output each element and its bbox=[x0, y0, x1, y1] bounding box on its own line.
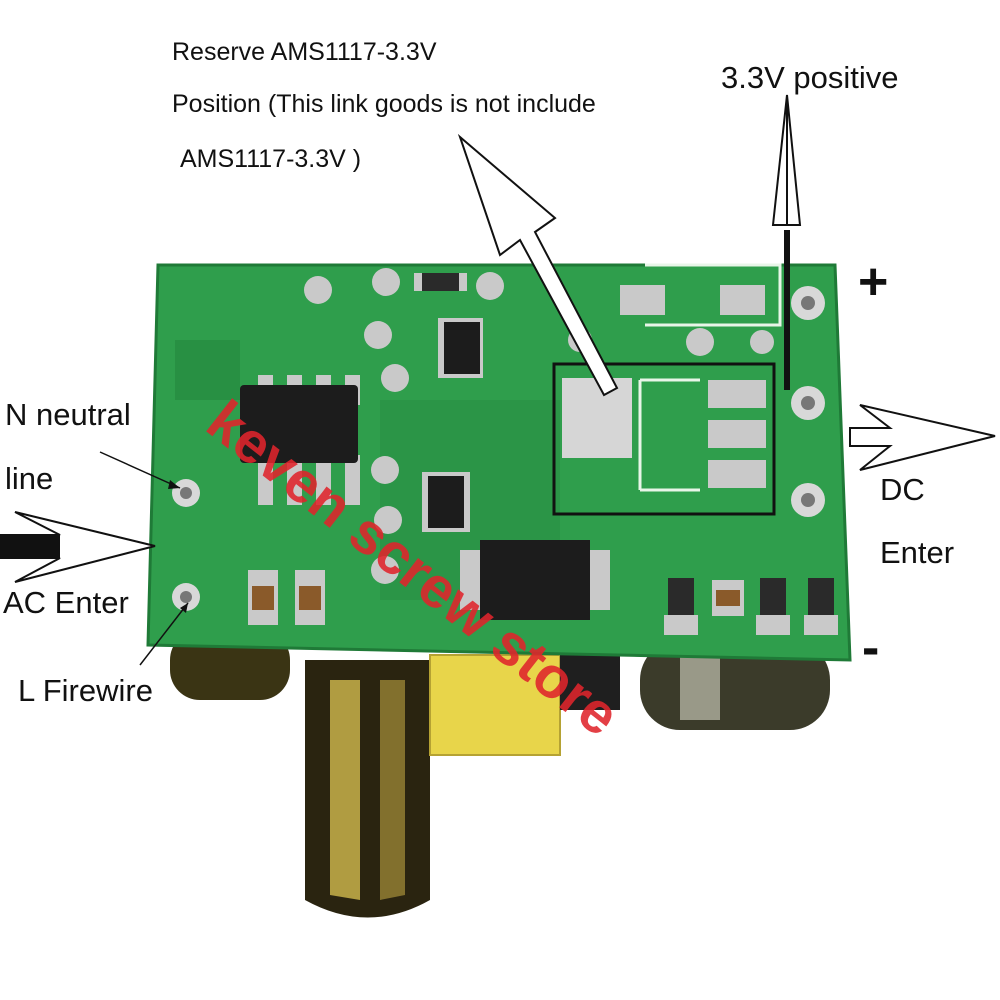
diode-d3 bbox=[620, 263, 782, 327]
reserve-label-line3: AMS1117-3.3V ) bbox=[180, 145, 362, 173]
diode-d6 bbox=[438, 318, 483, 378]
positive-arrow bbox=[771, 94, 802, 390]
n-neutral-label: N neutral bbox=[5, 397, 131, 432]
ac-input-arrow bbox=[0, 511, 156, 583]
reserve-arrow bbox=[457, 133, 619, 397]
capacitor-right bbox=[560, 640, 830, 730]
positive-3v3-label: 3.3V positive bbox=[721, 60, 899, 95]
resistor-r8 bbox=[414, 273, 467, 291]
n-pointer-line bbox=[99, 451, 181, 489]
diode-d5 bbox=[422, 472, 470, 532]
l-pointer-line bbox=[139, 602, 189, 666]
ac-enter-label: AC Enter bbox=[3, 585, 129, 620]
ams1117-reserved-footprint bbox=[562, 378, 766, 492]
chip-u1 bbox=[240, 375, 360, 505]
reserve-label-line1: Reserve AMS1117-3.3V bbox=[172, 38, 437, 66]
l-firewire-label: L Firewire bbox=[18, 673, 153, 708]
minus-sign: - bbox=[862, 619, 880, 677]
plus-sign: + bbox=[858, 253, 889, 311]
reserve-label-line2: Position (This link goods is not include bbox=[172, 90, 596, 118]
through-hole-pads bbox=[172, 268, 825, 611]
chip-u2 bbox=[460, 540, 610, 620]
highlight-box bbox=[552, 362, 776, 516]
line-label: line bbox=[5, 461, 54, 496]
dc-label: DC bbox=[880, 472, 925, 507]
enter-label: Enter bbox=[880, 535, 955, 570]
dc-output-arrow bbox=[849, 404, 996, 471]
capacitors-c6-c7 bbox=[248, 570, 325, 625]
electrolytic-capacitor bbox=[305, 660, 430, 918]
resistor-row bbox=[664, 578, 838, 635]
